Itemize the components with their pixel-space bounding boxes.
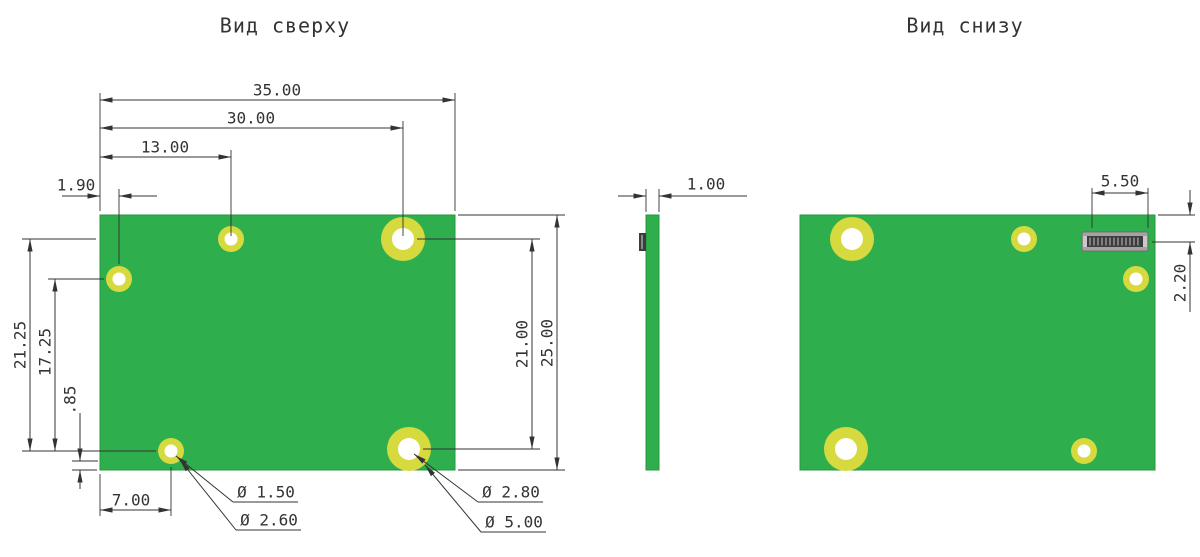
- dim-left-to-bottom-hole-y-label: 17.25: [36, 328, 55, 376]
- connector-tab-left: [1083, 236, 1087, 247]
- dim-board-width-label: 35.00: [253, 81, 301, 100]
- connector-tab-right: [1143, 236, 1147, 247]
- leader-line: [413, 453, 479, 503]
- dim-small-hole-x: 13.00: [100, 138, 231, 160]
- connector-side-detail: [641, 235, 643, 249]
- dim-connector-offset-y-label: 2.20: [1171, 264, 1190, 303]
- callout-large-hole-pad-label: Ø 5.00: [485, 513, 543, 532]
- callout-small-hole-pad: Ø 2.60: [179, 459, 301, 531]
- dim-connector-length-label: 5.50: [1101, 172, 1140, 191]
- dim-connector-offset-y: 2.20: [1171, 190, 1193, 312]
- dim-board-width: 35.00: [100, 81, 455, 103]
- dim-left-hole-edge-offset-label: 1.90: [57, 176, 96, 195]
- hole-bore: [398, 438, 420, 460]
- dim-bottom-hole-x: 7.00: [100, 491, 171, 513]
- hole-bottom-small: [1071, 438, 1097, 464]
- title-bottom-view: Вид снизу: [906, 14, 1023, 38]
- hole-bore: [1017, 232, 1031, 246]
- hole-bore: [164, 444, 178, 458]
- callout-large-hole-bore: Ø 2.80: [413, 453, 543, 503]
- dim-board-height-label: 25.00: [538, 319, 557, 367]
- hole-bore: [1129, 272, 1143, 286]
- hole-bore: [112, 272, 126, 286]
- dim-left-to-bottom-hole-y: 17.25: [36, 279, 58, 451]
- dim-bottom-hole-x-label: 7.00: [112, 491, 151, 510]
- leader-line: [179, 459, 237, 531]
- bottom-view: 5.50 2.20: [799, 172, 1195, 471]
- dim-large-hole-x-label: 30.00: [227, 109, 275, 128]
- hole-bore: [841, 228, 863, 250]
- dim-large-holes-span-y-label: 21.00: [513, 320, 532, 368]
- dim-left-hole-edge-offset: 1.90: [57, 176, 157, 199]
- hole-bottom-large: [824, 427, 868, 471]
- dim-large-hole-x: 30.00: [100, 109, 403, 131]
- pcb-board-side: [645, 214, 660, 471]
- title-top-view: Вид сверху: [220, 14, 350, 38]
- hole-top-large: [381, 217, 425, 261]
- dim-bottom-hole-edge-y-label: .85: [61, 386, 80, 415]
- board-connector: [1081, 231, 1149, 252]
- dim-board-thickness-label: 1.00: [687, 175, 726, 194]
- top-view: 35.00 30.00 13.00 1.90 7.00 21.25 17.25: [11, 81, 565, 533]
- callout-small-hole-bore-label: Ø 1.50: [237, 483, 295, 502]
- dim-holes-span-y: 21.25: [11, 239, 33, 451]
- hole-bore: [1077, 444, 1091, 458]
- hole-top-small: [218, 226, 244, 252]
- dim-holes-span-y-label: 21.25: [11, 321, 30, 369]
- callout-large-hole-bore-label: Ø 2.80: [482, 483, 540, 502]
- hole-right-small: [1123, 266, 1149, 292]
- dim-bottom-hole-edge-y: .85: [61, 386, 83, 489]
- dim-connector-length: 5.50: [1092, 172, 1148, 196]
- leader-line: [424, 464, 482, 533]
- dim-board-thickness: 1.00: [618, 175, 747, 199]
- hole-bore: [224, 232, 238, 246]
- connector-pins: [1089, 237, 1141, 246]
- callout-small-hole-pad-label: Ø 2.60: [240, 511, 298, 530]
- hole-bore: [392, 228, 414, 250]
- dim-board-height: 25.00: [538, 215, 560, 470]
- callout-large-hole-pad: Ø 5.00: [424, 464, 546, 533]
- dim-large-holes-span-y: 21.00: [513, 239, 535, 449]
- side-view: 1.00: [618, 175, 747, 471]
- hole-top-small: [1011, 226, 1037, 252]
- hole-top-large: [830, 217, 874, 261]
- dim-small-hole-x-label: 13.00: [141, 138, 189, 157]
- hole-left-small: [106, 266, 132, 292]
- hole-bore: [835, 438, 857, 460]
